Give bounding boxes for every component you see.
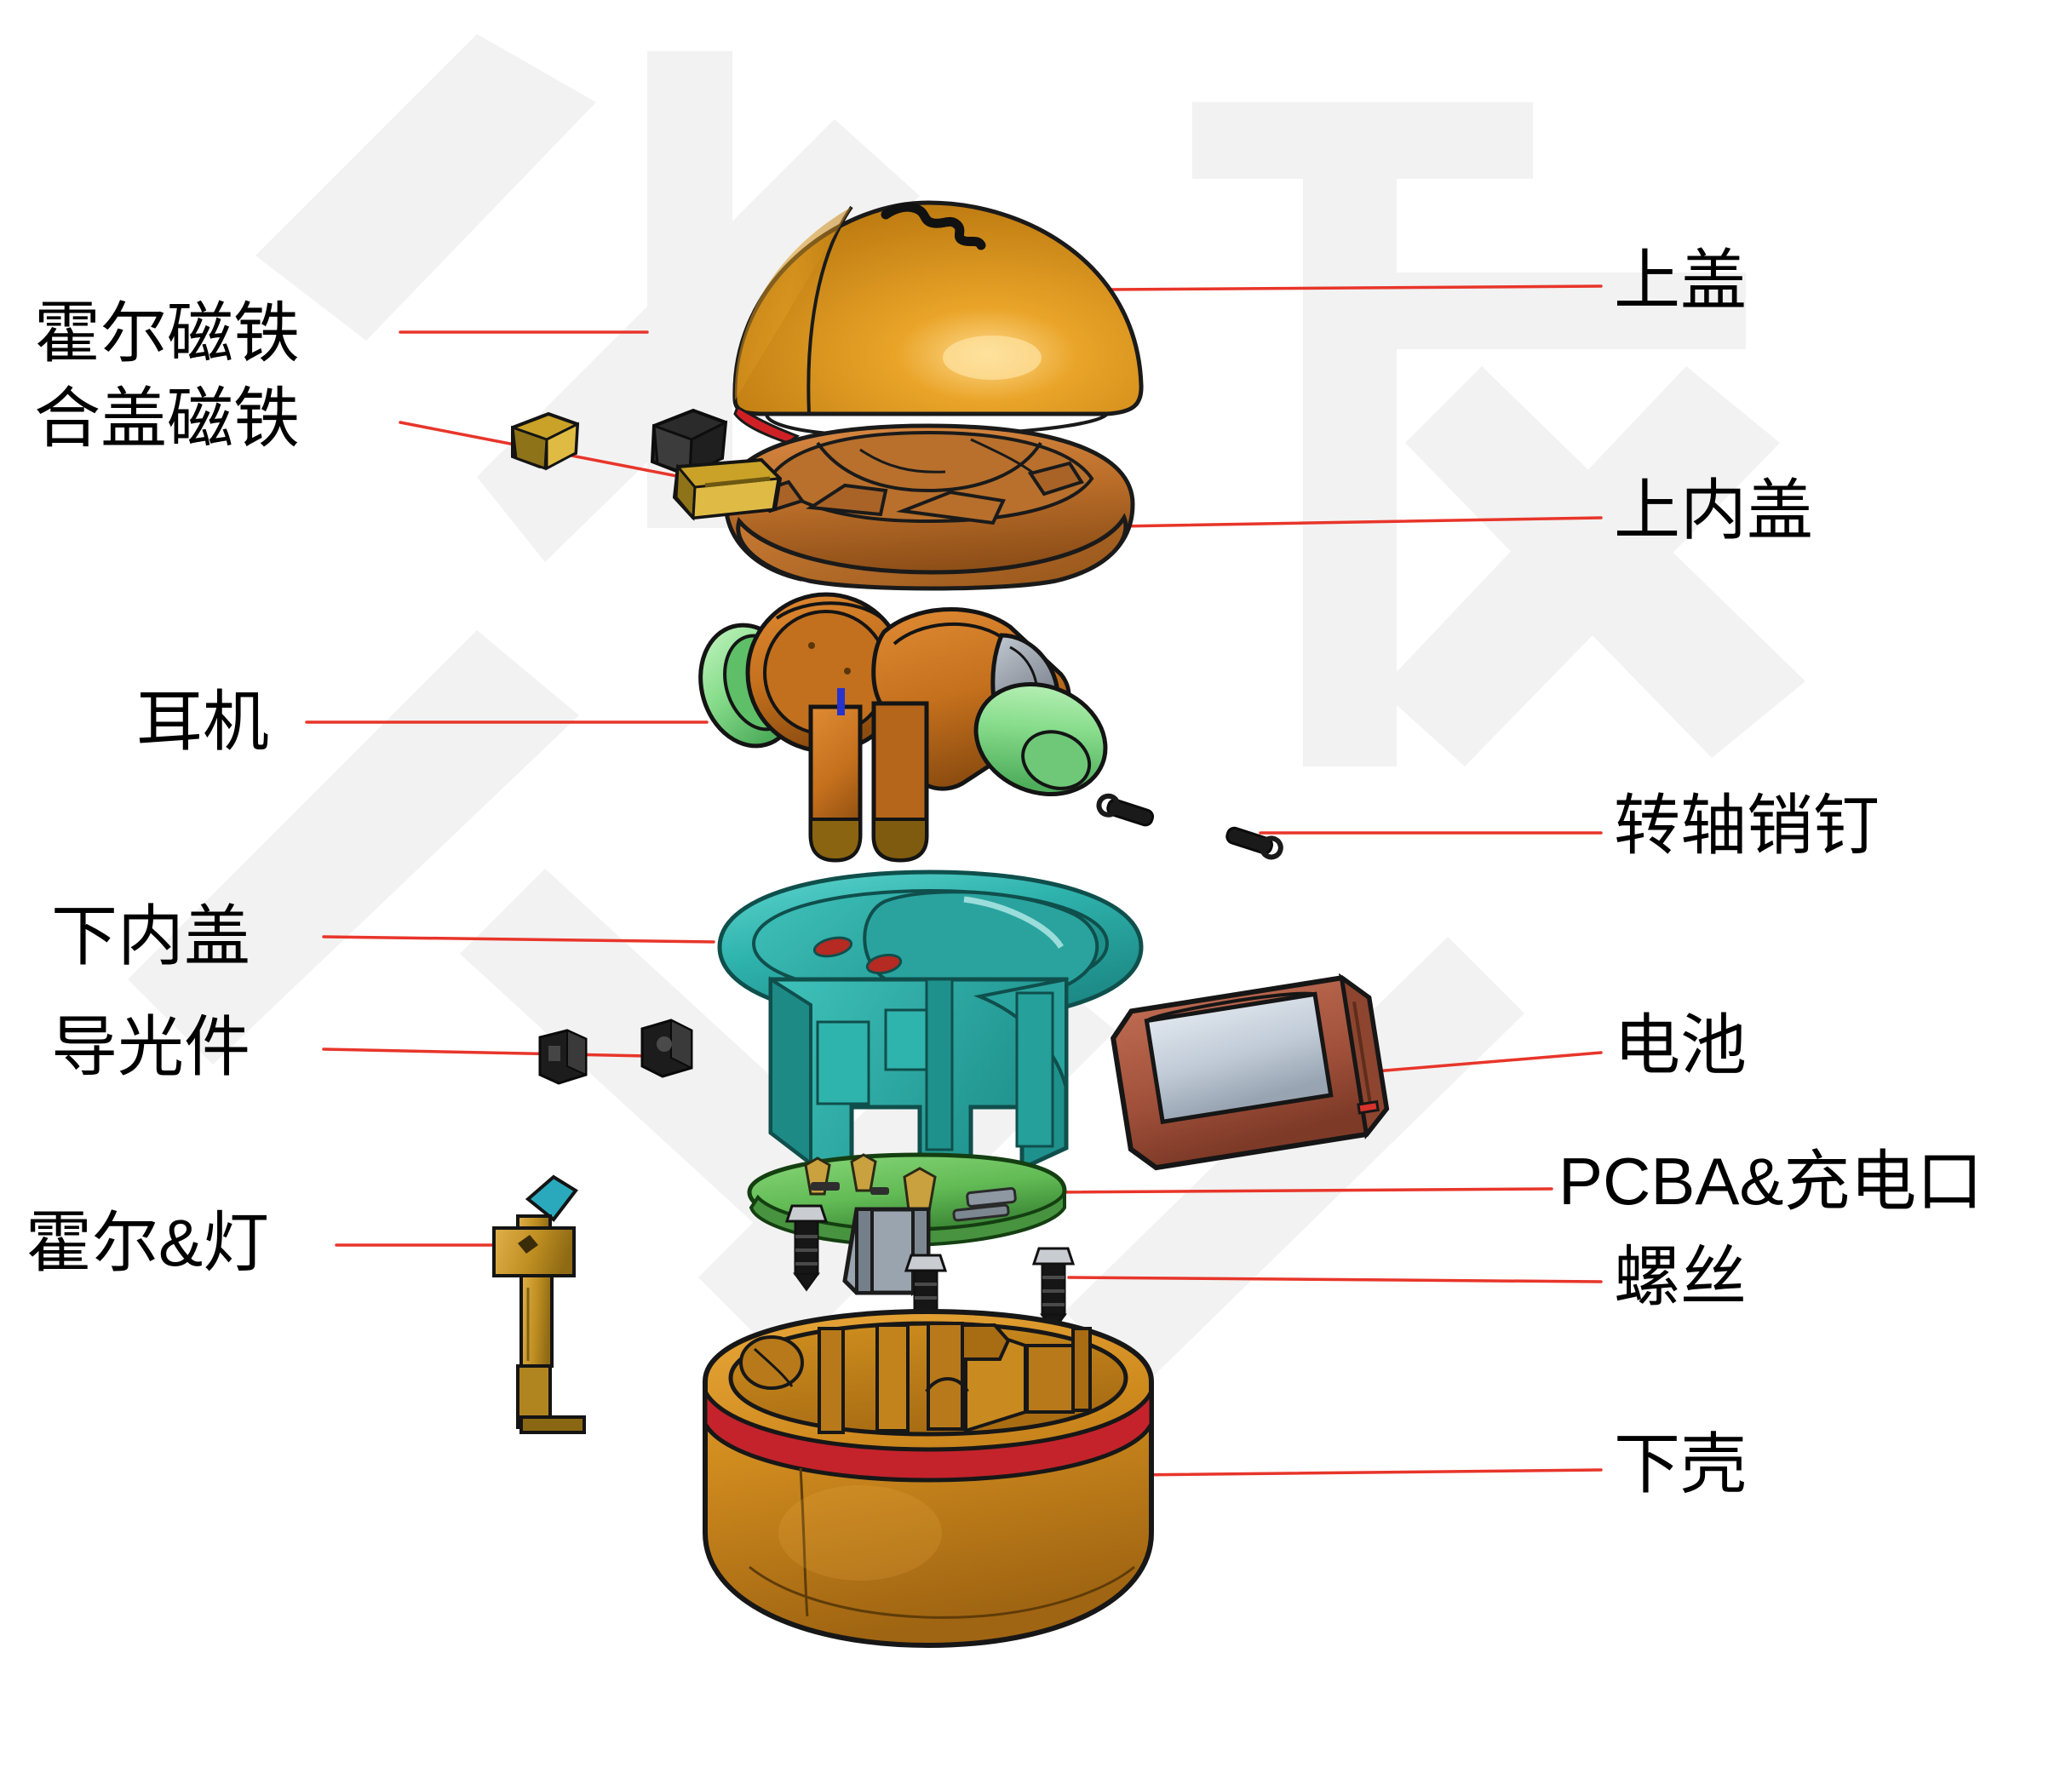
component-battery — [1111, 973, 1390, 1171]
label-top-cover: 上盖 — [1614, 243, 1748, 318]
leader-line-battery — [1374, 1051, 1603, 1073]
label-lid-magnet: 合盖磁铁 — [34, 381, 301, 456]
screw-left — [784, 1204, 829, 1292]
label-hinge-pin: 转轴销钉 — [1614, 788, 1880, 863]
label-battery: 电池 — [1614, 1007, 1748, 1082]
label-lower-shell: 下壳 — [1614, 1426, 1748, 1501]
label-upper-inner-cover: 上内盖 — [1614, 473, 1814, 548]
component-hinge-pins — [1096, 793, 1283, 860]
component-upper-inner-cover — [723, 423, 1135, 591]
component-small-gold-block — [511, 411, 580, 471]
leader-line-upper-inner-cover — [1118, 516, 1603, 528]
component-lid-magnet — [672, 457, 783, 521]
label-pcba-charging-port: PCBA&充电口 — [1558, 1144, 1983, 1219]
leader-line-lower-shell — [1131, 1468, 1603, 1477]
leader-line-light-guide — [322, 1047, 649, 1058]
component-hall-and-light — [492, 1174, 586, 1434]
leader-line-lower-inner-cover — [322, 935, 715, 944]
component-light-guide — [538, 1019, 693, 1085]
leader-line-top-cover — [1105, 284, 1603, 291]
component-lower-shell — [703, 1308, 1154, 1649]
label-hall-and-light: 霍尔&灯 — [26, 1205, 270, 1280]
label-screws: 螺丝 — [1614, 1239, 1748, 1314]
leader-line-screws — [1067, 1276, 1603, 1283]
label-earphone: 耳机 — [136, 684, 270, 759]
component-earphones — [698, 592, 1108, 863]
label-hall-magnet: 霍尔磁铁 — [34, 296, 301, 370]
component-hall-magnet — [650, 408, 728, 478]
component-lower-inner-cover — [717, 870, 1144, 1172]
leader-line-pcba — [1054, 1187, 1553, 1194]
label-light-guide: 导光件 — [51, 1009, 251, 1084]
label-lower-inner-cover: 下内盖 — [51, 898, 251, 973]
component-top-cover — [732, 200, 1144, 445]
